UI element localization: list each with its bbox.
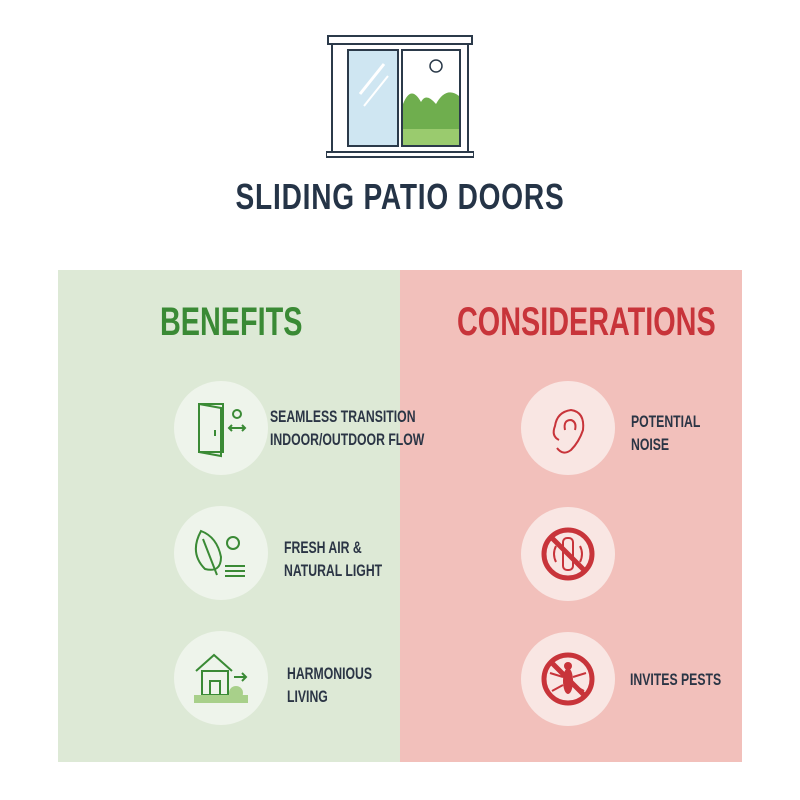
page-title: SLIDING PATIO DOORS (235, 176, 565, 217)
benefit-line2: INDOOR/OUTDOOR FLOW (270, 430, 425, 449)
consideration-line1: POTENTIAL (631, 412, 701, 431)
no-vibration-icon (521, 507, 615, 601)
benefit-line1: HARMONIOUS (287, 664, 373, 683)
ear-icon (521, 381, 615, 475)
sliding-door-illustration (326, 35, 474, 158)
benefits-heading: BENEFITS (160, 300, 303, 344)
leaf-sun-icon (174, 506, 268, 600)
consideration-line2: NOISE (631, 435, 670, 454)
consideration-line1: INVITES PESTS (630, 670, 722, 689)
considerations-heading: CONSIDERATIONS (457, 300, 716, 344)
benefit-line1: SEAMLESS TRANSITION (270, 407, 416, 426)
benefit-line2: LIVING (287, 687, 328, 706)
benefit-line2: NATURAL LIGHT (284, 561, 383, 580)
benefit-line1: FRESH AIR & (284, 538, 362, 557)
open-door-icon (174, 381, 268, 475)
house-icon (174, 631, 268, 725)
no-insect-icon (521, 632, 615, 726)
